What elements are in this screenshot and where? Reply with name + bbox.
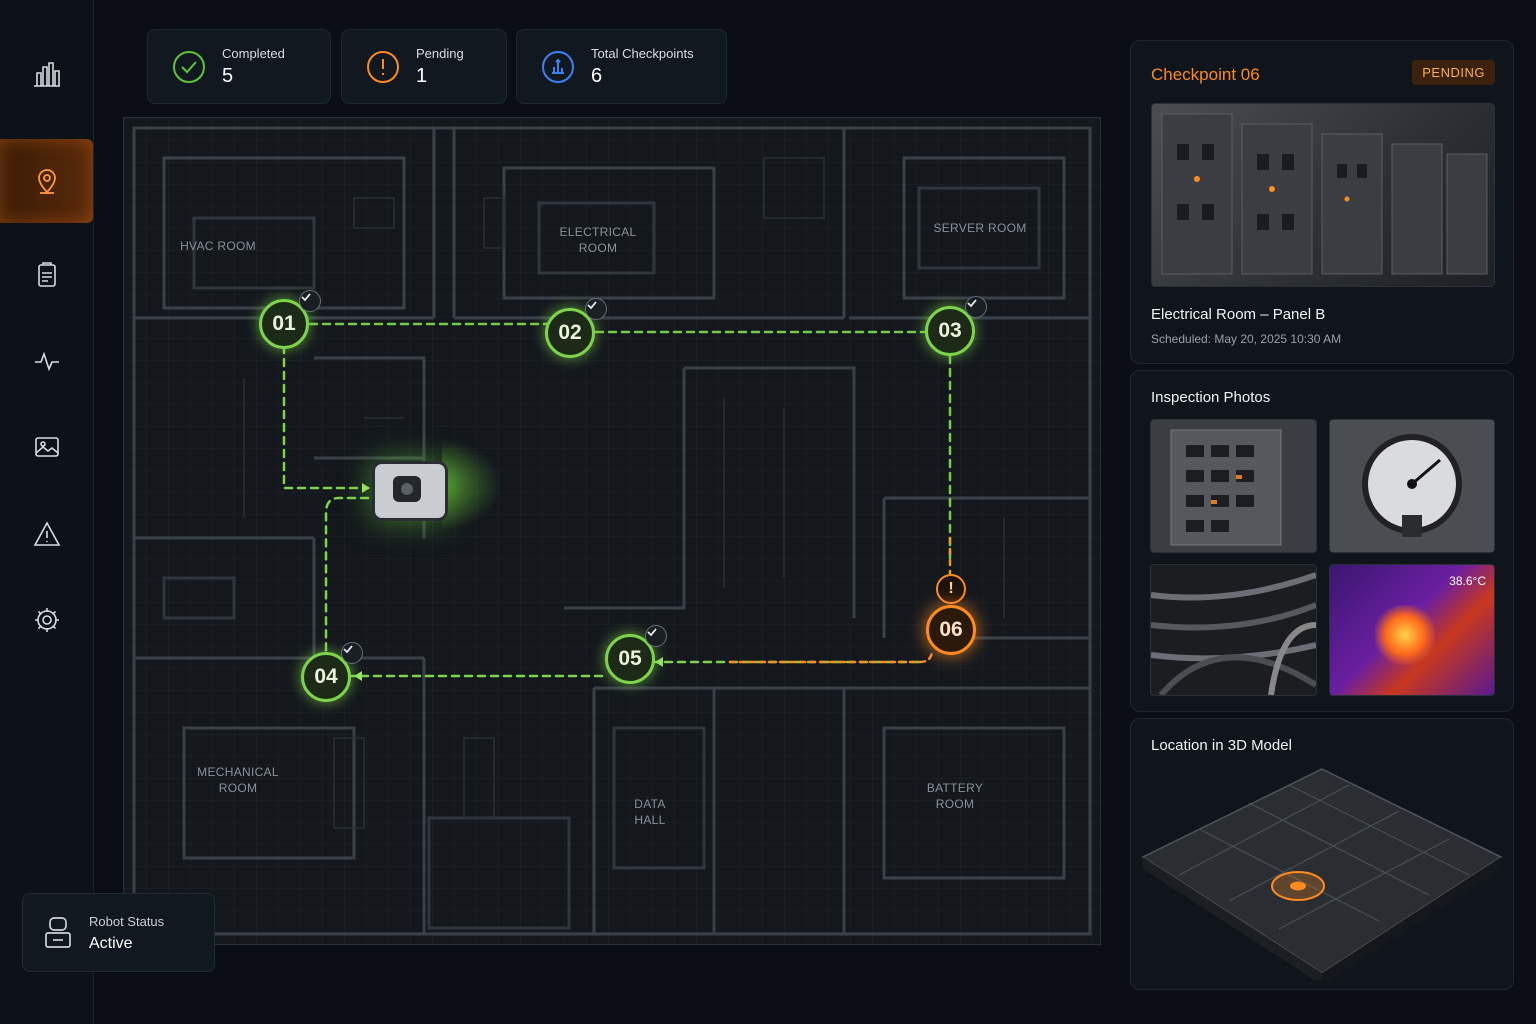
stat-pending-label: Pending [416, 45, 464, 61]
room-label-battery-1: BATTERY [926, 781, 984, 795]
stat-pending: Pending 1 [341, 29, 507, 104]
checkpoint-02[interactable]: 02 [545, 308, 595, 358]
photo-gauge[interactable] [1329, 419, 1495, 553]
check-icon [645, 625, 667, 647]
checkpoint-04[interactable]: 04 [301, 652, 351, 702]
stat-total-label: Total Checkpoints [591, 45, 694, 61]
location-3d-title: Location in 3D Model [1151, 737, 1292, 754]
pressure-gauge-image [1362, 434, 1462, 537]
building-chart-icon [33, 62, 60, 87]
check-icon [299, 290, 321, 312]
building-3d-model[interactable] [1139, 765, 1505, 980]
check-icon [341, 642, 363, 664]
sidebar [0, 0, 94, 1024]
stat-completed-label: Completed [222, 45, 285, 61]
room-label-mechanical-1: MECHANICAL [197, 765, 279, 779]
cables-image [1151, 572, 1316, 695]
thermal-hotspot [1375, 605, 1435, 665]
stat-total: Total Checkpoints 6 [516, 29, 727, 104]
room-label-data-2: HALL [634, 813, 666, 827]
floor-plan-walls [124, 118, 1100, 944]
stat-completed: Completed 5 [147, 29, 331, 104]
alert-circle-icon [367, 50, 399, 83]
photo-cables[interactable] [1150, 564, 1317, 696]
status-badge: PENDING [1412, 60, 1495, 85]
electrical-panel-image [1161, 113, 1488, 275]
room-label-hvac: HVAC ROOM [180, 239, 256, 253]
robot-icon [45, 917, 71, 948]
robot-status-label: Robot Status [89, 914, 165, 929]
robot-marker[interactable] [372, 461, 448, 521]
checkpoint-photo[interactable] [1151, 103, 1495, 287]
checkpoint-05[interactable]: 05 [605, 634, 655, 684]
robot-glow [442, 440, 502, 530]
photo-breaker-panel[interactable] [1150, 419, 1317, 553]
nav-gallery[interactable] [0, 405, 93, 489]
nav-checkpoints[interactable] [0, 139, 93, 223]
nav-settings[interactable] [0, 578, 93, 662]
stat-total-value: 6 [591, 64, 603, 87]
nav-dashboard[interactable] [0, 32, 93, 116]
check-circle-icon [173, 50, 205, 83]
location-pin-icon [37, 169, 56, 194]
room-label-electrical-1: ELECTRICAL [559, 225, 637, 239]
checkpoint-03[interactable]: 03 [925, 306, 975, 356]
robot-status-card: Robot Status Active [22, 893, 215, 972]
floor-plan-map[interactable]: HVAC ROOM ELECTRICAL ROOM SERVER ROOM ME… [123, 117, 1101, 945]
nav-reports[interactable] [0, 233, 93, 317]
nav-alerts[interactable] [0, 492, 93, 576]
checkpoint-location: Electrical Room – Panel B [1151, 306, 1326, 323]
clipboard-icon [37, 262, 56, 287]
checkpoint-detail-panel: Checkpoint 06 PENDING Electrical Room – … [1130, 40, 1514, 364]
inspection-photos-title: Inspection Photos [1151, 389, 1271, 406]
checkpoint-title: Checkpoint 06 [1151, 65, 1260, 84]
warning-icon [33, 521, 60, 546]
stat-pending-value: 1 [416, 64, 428, 87]
alert-icon: ! [936, 574, 966, 604]
checkpoint-06[interactable]: 06 [926, 605, 976, 655]
check-icon [585, 298, 607, 320]
breaker-image [1170, 429, 1282, 546]
inspection-photos-panel: Inspection Photos 38.6°C [1130, 370, 1514, 712]
room-label-server: SERVER ROOM [933, 221, 1027, 235]
image-icon [34, 437, 59, 457]
room-label-data-1: DATA [634, 797, 666, 811]
room-label-battery-2: ROOM [935, 797, 975, 811]
check-icon [965, 296, 987, 318]
robot-camera-icon [393, 476, 421, 502]
nav-activity[interactable] [0, 319, 93, 403]
stat-completed-value: 5 [222, 64, 234, 87]
robot-status-value: Active [89, 935, 133, 952]
checkpoints-icon [542, 50, 574, 83]
room-label-mechanical-2: ROOM [218, 781, 258, 795]
activity-icon [34, 351, 59, 372]
room-label-electrical-2: ROOM [578, 241, 618, 255]
location-3d-panel: Location in 3D Model [1130, 718, 1514, 990]
photo-thermal[interactable]: 38.6°C [1329, 564, 1495, 696]
settings-icon [34, 608, 59, 632]
checkpoint-scheduled: Scheduled: May 20, 2025 10:30 AM [1151, 332, 1342, 346]
thermal-reading: 38.6°C [1449, 574, 1486, 588]
